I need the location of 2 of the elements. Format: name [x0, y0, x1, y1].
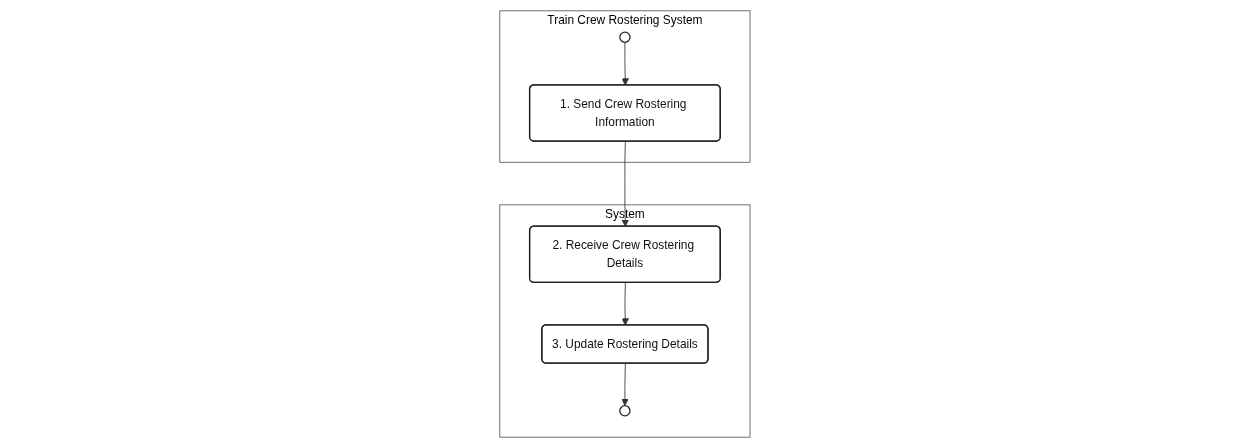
node-circle — [619, 31, 631, 43]
node-circle — [619, 405, 631, 417]
